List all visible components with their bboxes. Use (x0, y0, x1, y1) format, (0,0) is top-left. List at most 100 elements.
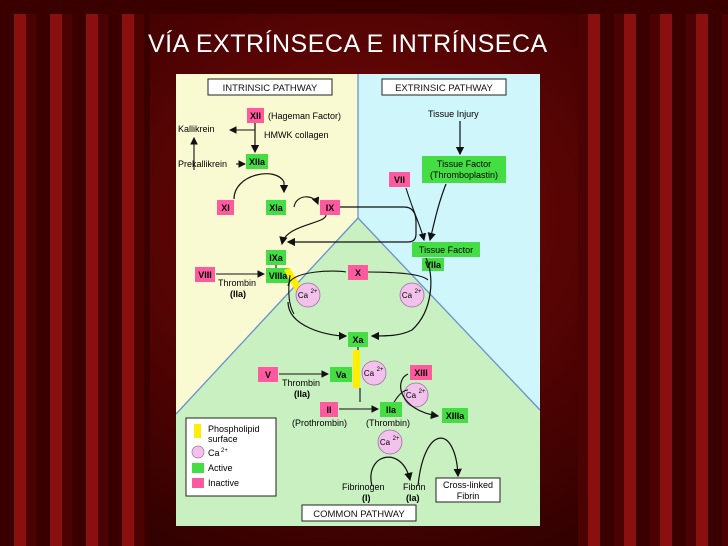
arrow-tenase-x-xa (287, 301, 348, 341)
common-header: COMMON PATHWAY (313, 509, 405, 520)
ca-tf-sup: 2+ (415, 289, 422, 295)
calcium-ion-viiia (295, 282, 321, 308)
prekallikrein-label: Prekallikrein (178, 159, 227, 169)
factor-ixa-box (266, 250, 286, 265)
factor-i-label: (I) (362, 493, 371, 503)
factor-xia-label: XIa (269, 203, 284, 213)
factor-x-label: X (355, 268, 361, 278)
ca-xiii-sup: 2+ (419, 389, 426, 395)
factor-ix-box (320, 200, 340, 215)
factor-xi-box (217, 200, 234, 215)
tissue-factor-label: Tissue Factor (437, 159, 491, 169)
arrow-tf-viia (427, 183, 447, 242)
fibrinogen-label: Fibrinogen (342, 482, 385, 492)
factor-x-box (348, 265, 368, 280)
arrow-xia-ix (293, 196, 320, 208)
factor-xiiia-box (442, 408, 468, 423)
factor-viii-box (195, 267, 215, 282)
calcium-ion-xiii (403, 382, 429, 408)
loop-x-top-left (287, 270, 347, 287)
arrow-viia-ixa-loop (286, 206, 417, 247)
ca-iia-label: Ca (380, 438, 391, 447)
factor-vii-box (389, 172, 410, 187)
legend: Phospholipid surface Ca 2+ Active Inacti… (185, 417, 277, 497)
thrombin-3-label: (Thrombin) (366, 418, 410, 428)
divider-line (357, 217, 541, 411)
legend-ca-sup: 2+ (221, 448, 228, 454)
legend-active-label: Active (208, 463, 233, 473)
factor-va-box (330, 367, 352, 382)
left-curtain (0, 0, 150, 546)
arrow-xi-xia (233, 173, 289, 200)
factor-ixa-label: IXa (269, 253, 284, 263)
arrow-xiii-xiiia (400, 373, 440, 420)
ca-tf-label: Ca (402, 291, 413, 300)
factor-xia-box (266, 200, 286, 215)
arrow-tf-x-xa (370, 257, 432, 341)
divider-line (175, 217, 359, 415)
factor-v-label: V (265, 370, 271, 380)
factor-xi-label: XI (221, 203, 230, 213)
legend-ca-label: Ca (208, 448, 220, 458)
ca-viiia-sup: 2+ (311, 289, 318, 295)
iia-2-label: (IIa) (294, 389, 310, 399)
coagulation-diagram: INTRINSIC PATHWAY EXTRINSIC PATHWAY COMM… (175, 74, 541, 526)
factor-vii-label: VII (394, 175, 405, 185)
factor-ix-label: IX (326, 203, 335, 213)
ca-xiii-label: Ca (406, 391, 417, 400)
right-curtain (578, 0, 728, 546)
ca-va-label: Ca (364, 369, 375, 378)
intrinsic-header-box (207, 78, 333, 96)
tissue-factor-2-label: Tissue Factor (419, 245, 473, 255)
arrow-fibrin-crosslinked (417, 437, 462, 487)
extrinsic-header: EXTRINSIC PATHWAY (395, 83, 493, 94)
factor-ia-label: (Ia) (406, 493, 420, 503)
factor-iia-label: IIa (386, 405, 397, 415)
legend-active-swatch (192, 463, 204, 473)
thromboplastin-label: (Thromboplastin) (430, 170, 498, 180)
factor-xiii-box (410, 365, 432, 380)
iia-1-label: (IIa) (230, 289, 246, 299)
curtain-valance (0, 0, 728, 14)
loop-x-top-right (367, 271, 429, 281)
crosslinked-fibrin-box (435, 477, 501, 503)
legend-surface-label: surface (208, 434, 238, 444)
phospholipid-va-marker (353, 350, 360, 388)
hmwk-collagen-label: HMWK collagen (264, 130, 329, 140)
fibrin-2-label: Fibrin (457, 491, 480, 501)
intrinsic-region (176, 74, 358, 414)
extrinsic-header-box (381, 78, 507, 96)
common-header-box (301, 504, 417, 522)
factor-xa-box (348, 332, 368, 347)
legend-inactive-label: Inactive (208, 478, 239, 488)
factor-iia-box (380, 402, 402, 417)
factor-xii-label: XII (250, 111, 261, 121)
tissue-factor-box (422, 156, 506, 183)
factor-viii-label: VIII (198, 270, 212, 280)
legend-inactive-swatch (192, 478, 204, 488)
intrinsic-header: INTRINSIC PATHWAY (223, 83, 318, 94)
calcium-ion-va (361, 360, 387, 386)
thrombin-1-label: Thrombin (218, 278, 256, 288)
legend-phospholipid-label: Phospholipid (208, 424, 260, 434)
arrow-vii-viia (405, 187, 427, 242)
calcium-ion-tf (399, 282, 425, 308)
factor-ii-box (320, 402, 338, 417)
legend-calcium-swatch (191, 445, 205, 459)
factor-xiia-box (246, 154, 268, 169)
tissue-injury-label: Tissue Injury (428, 109, 479, 119)
arrow-ix-ixa (279, 214, 327, 246)
factor-v-box (258, 367, 278, 382)
factor-xa-label: Xa (352, 335, 364, 345)
factor-viiia-label: VIIIa (269, 271, 289, 281)
hageman-factor-label: (Hageman Factor) (268, 111, 341, 121)
arrow-fibrinogen-fibrin (370, 456, 413, 487)
fibrin-label: Fibrin (403, 482, 426, 492)
kallikrein-label: Kallikrein (178, 124, 215, 134)
factor-xiia-label: XIIa (249, 157, 266, 167)
prothrombin-label: (Prothrombin) (292, 418, 347, 428)
crosslinked-label: Cross-linked (443, 480, 493, 490)
factor-ii-label: II (326, 405, 331, 415)
factor-xii-box (247, 108, 264, 123)
factor-viia-label: VIIa (425, 260, 442, 270)
